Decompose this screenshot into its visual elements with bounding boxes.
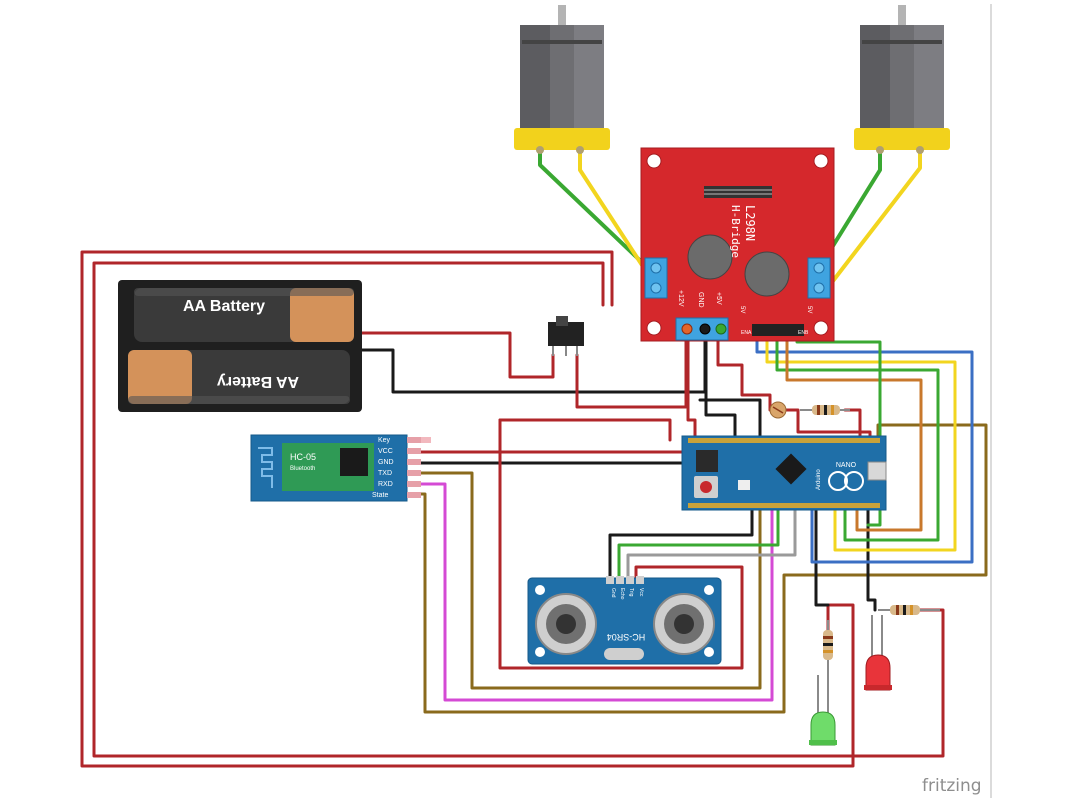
hc05-bluetooth-module: HC-05 Bluetooth Key VCC GND TXD RXD Stat… xyxy=(250,434,431,502)
driver-ena-label: ENA xyxy=(741,330,752,336)
battery-bottom-label: AA Battery xyxy=(217,373,299,390)
wire-red-outer-loop xyxy=(80,250,855,768)
hc05-pin-key: Key xyxy=(378,437,391,444)
wire-black-ldr xyxy=(698,398,762,442)
wire-us-echo xyxy=(617,503,780,580)
arduino-nano: NANO Arduino xyxy=(681,435,887,511)
wire-led-red xyxy=(866,503,877,612)
driver-enb-label: ENB xyxy=(798,330,809,336)
driver-name-label: L298N xyxy=(743,205,757,241)
driver-pin-5v: +5V xyxy=(715,292,722,305)
wire-battery-red xyxy=(360,331,555,379)
hc05-pin-gnd: GND xyxy=(378,459,394,466)
hc05-pin-state: State xyxy=(372,492,388,499)
wire-switch-12v xyxy=(575,333,688,409)
arduino-model-label: NANO xyxy=(836,462,857,469)
driver-jumper-5v-right: 5V xyxy=(806,306,812,313)
wire-red-ldr xyxy=(716,333,772,412)
driver-pin-gnd: GND xyxy=(697,292,704,308)
driver-pin-12v: +12V xyxy=(677,290,684,307)
wire-us-trig xyxy=(626,503,797,580)
resistor-green-led xyxy=(823,620,833,675)
wire-bt-txd xyxy=(418,471,762,690)
ldr-sensor xyxy=(769,401,787,419)
wire-us-gnd xyxy=(608,503,754,580)
resistor-red-led xyxy=(878,605,940,615)
wire-gnd-arduino xyxy=(704,333,737,442)
battery-top-label: AA Battery xyxy=(183,298,265,315)
wire-bt-rxd xyxy=(418,482,774,702)
wire-ctrl-blue xyxy=(755,333,974,564)
battery-cell-top: AA Battery xyxy=(134,288,354,342)
us-pin-gnd: Gnd xyxy=(610,588,616,598)
hc05-pin-rxd: RXD xyxy=(378,481,393,488)
hc-sr04-ultrasonic-sensor: Gnd Echo Trig Vcc HC-SR04 xyxy=(527,576,722,665)
fritzing-watermark: fritzing xyxy=(922,776,982,796)
resistor-ldr xyxy=(800,405,850,415)
slide-switch xyxy=(548,316,584,356)
green-led xyxy=(809,675,837,746)
wire-12v-vin xyxy=(686,333,697,452)
us-pin-trig: Trig xyxy=(628,588,634,597)
dc-motor-left xyxy=(514,5,610,154)
dc-motor-right xyxy=(854,5,950,154)
wire-red-outer-loop-2 xyxy=(92,261,945,758)
wire-motor-right-yellow xyxy=(824,148,922,292)
wire-led-green xyxy=(814,503,830,607)
battery-cell-bottom: AA Battery xyxy=(128,350,350,404)
us-pin-vcc: Vcc xyxy=(638,588,644,597)
wire-red-top xyxy=(498,418,672,442)
l298n-motor-driver: L298N H-Bridge +12V GND +5V 5V 5V ENA EN… xyxy=(640,147,835,342)
wire-ctrl-orange xyxy=(785,333,923,532)
wire-bt-state xyxy=(418,423,988,714)
us-name-label: HC-SR04 xyxy=(607,632,646,642)
wire-motor-left-green xyxy=(538,148,652,272)
battery-pack: AA Battery AA Battery xyxy=(118,280,362,412)
wire-ctrl-yellow xyxy=(765,333,957,552)
us-pin-echo: Echo xyxy=(619,588,625,600)
hc05-name: HC-05 xyxy=(290,452,316,462)
driver-subtitle-label: H-Bridge xyxy=(729,205,742,258)
driver-jumper-5v-left: 5V xyxy=(739,306,745,313)
wire-ctrl-green xyxy=(775,333,940,542)
wires xyxy=(80,148,988,768)
hc05-pin-txd: TXD xyxy=(378,470,392,477)
red-led xyxy=(864,615,892,691)
wire-motor-right-green xyxy=(816,148,882,272)
wire-battery-black xyxy=(360,333,707,394)
wire-us-vcc xyxy=(498,418,744,670)
hc05-subtitle: Bluetooth xyxy=(290,466,315,472)
arduino-brand-label: Arduino xyxy=(816,469,822,490)
wire-motor-left-yellow xyxy=(578,148,657,287)
hc05-pin-vcc: VCC xyxy=(378,448,393,455)
